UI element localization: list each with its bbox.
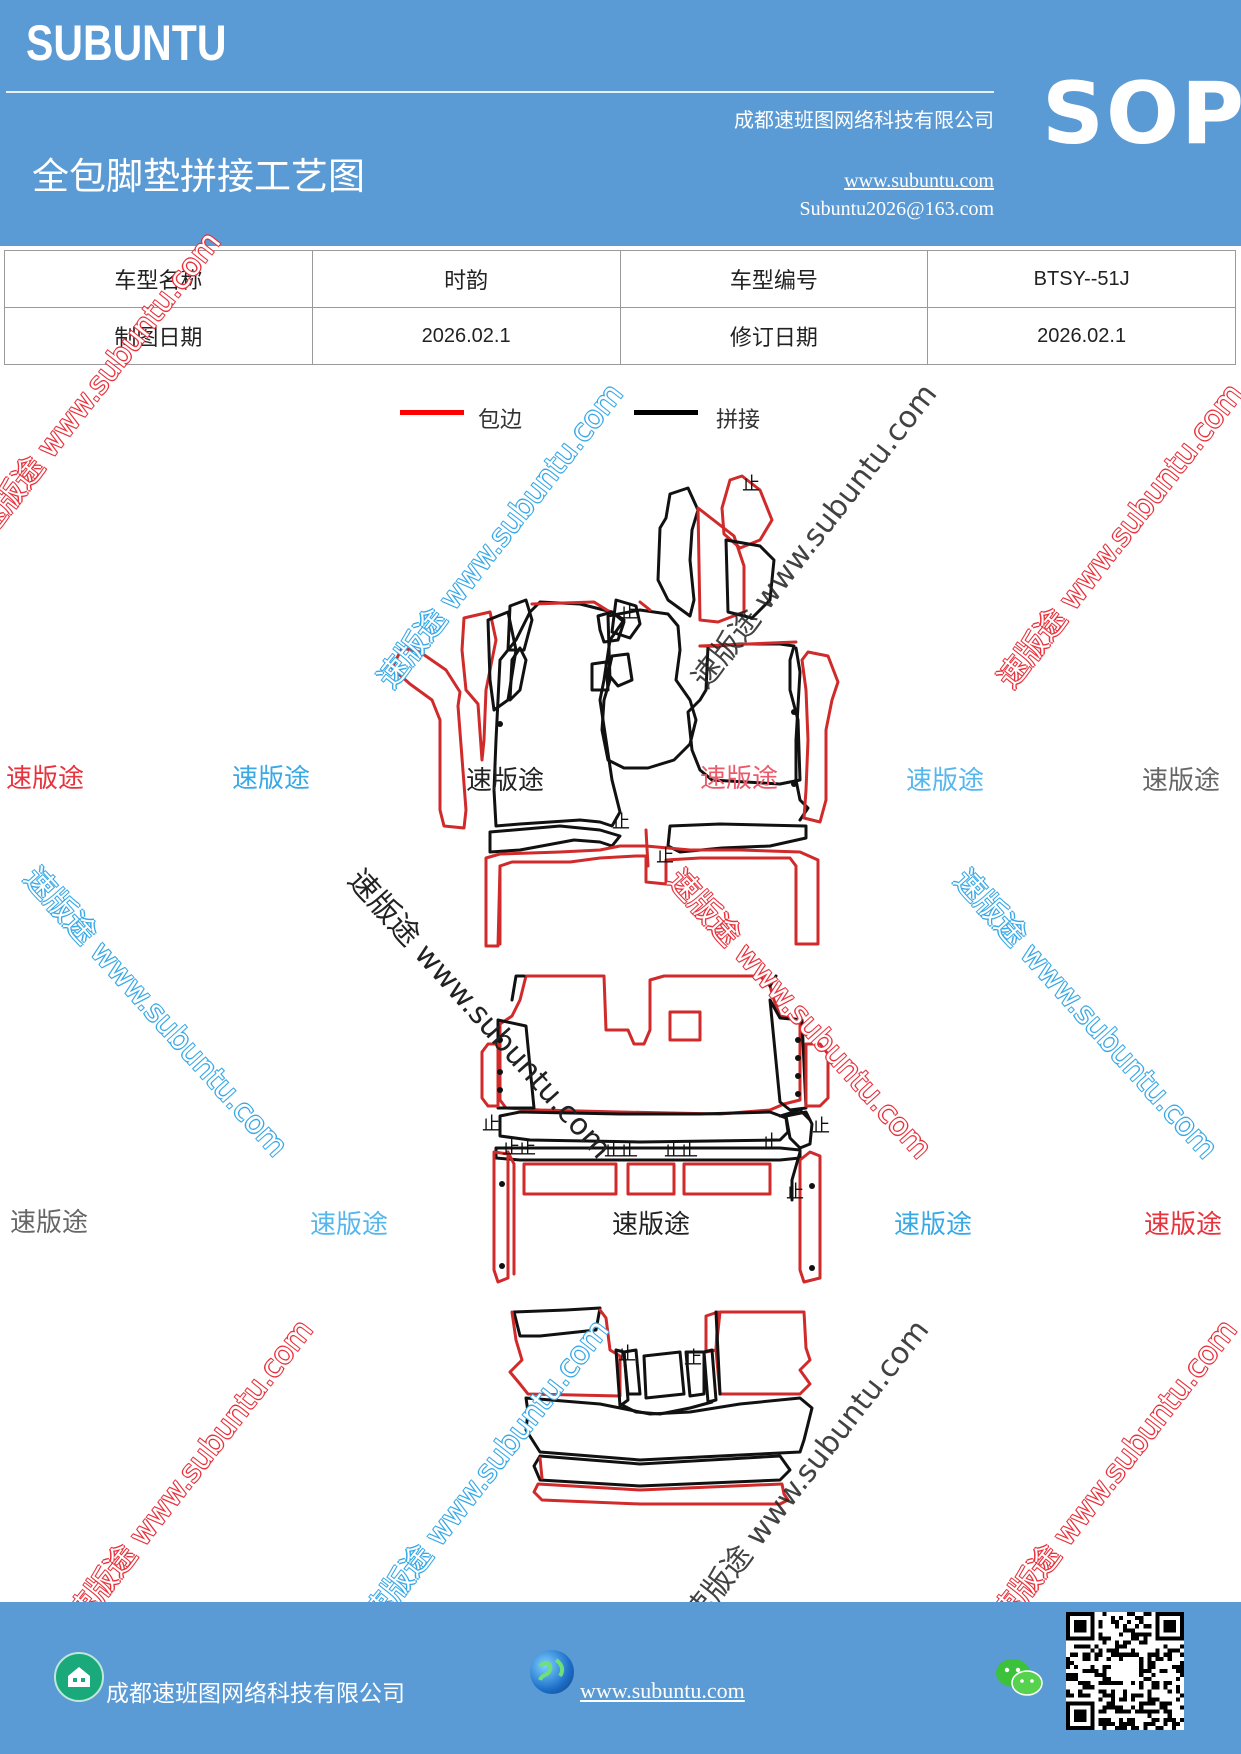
stop-mark: 止: [502, 1138, 520, 1159]
revise-date-label: 修订日期: [619, 307, 929, 365]
mat-piece-middle-floor: [480, 974, 830, 1162]
floor-mat-diagram: 止 止 止 止 止 止 止 止 止 止 止 止 止 止 止 止: [390, 474, 840, 1506]
stop-mark: 止: [742, 474, 760, 495]
mat-piece-rear: [508, 1306, 814, 1506]
qr-code[interactable]: [1066, 1612, 1184, 1730]
stop-mark: 止: [612, 812, 630, 833]
table-row: 制图日期 2026.02.1 修订日期 2026.02.1: [4, 307, 1236, 365]
model-code-value: BTSY--51J: [927, 250, 1236, 308]
hole-markers: [497, 709, 815, 1271]
document-title: 全包脚垫拼接工艺图: [32, 155, 365, 198]
table-row: 车型名称 时韵 车型编号 BTSY--51J: [4, 250, 1236, 308]
home-icon-glyph: [68, 1667, 90, 1687]
mat-piece-front-lower: [484, 828, 820, 948]
legend-label-edge: 包边: [478, 408, 523, 433]
model-name-value: 时韵: [311, 250, 621, 308]
mat-piece-front-right: [666, 640, 840, 854]
stop-mark: 止: [656, 846, 674, 867]
globe-icon: [530, 1650, 574, 1694]
vehicle-info-table: 车型名称 时韵 车型编号 BTSY--51J 制图日期 2026.02.1 修订…: [4, 250, 1236, 365]
stop-mark: 止: [618, 1344, 636, 1365]
wechat-icon[interactable]: [994, 1656, 1044, 1700]
model-name-label: 车型名称: [4, 250, 313, 308]
sop-badge: SOP: [1042, 64, 1241, 164]
stop-mark: 止: [620, 1140, 638, 1161]
company-name: 成都速班图网络科技有限公司: [734, 108, 994, 132]
stop-mark: 止: [664, 1140, 682, 1161]
globe-icon-glyph: [538, 1658, 565, 1681]
legend-swatch-red: [400, 410, 464, 415]
mat-piece-front-left: [390, 598, 626, 854]
home-icon: [54, 1652, 104, 1702]
stop-mark: 止: [680, 1140, 698, 1161]
footer-website-link[interactable]: www.subuntu.com: [580, 1678, 745, 1703]
draw-date-label: 制图日期: [4, 307, 313, 365]
stop-mark: 止: [620, 602, 638, 623]
legend-swatch-black: [634, 410, 698, 415]
legend-item-splice: 拼接: [634, 398, 760, 438]
wechat-icon-glyph: [996, 1659, 1043, 1696]
draw-date-value: 2026.02.1: [311, 307, 621, 365]
stop-mark: 止: [684, 1348, 702, 1369]
email-address: Subuntu2026@163.com: [799, 198, 994, 220]
stop-mark: 止: [762, 1132, 780, 1153]
footer-company-name: 成都速班图网络科技有限公司: [106, 1681, 405, 1707]
header-banner: SUBUNTU 成都速班图网络科技有限公司 全包脚垫拼接工艺图 www.subu…: [0, 0, 1241, 246]
stitch-stop-marks: 止 止 止 止 止 止 止 止 止 止 止 止 止 止 止 止: [482, 474, 830, 1369]
mat-piece-upper-console: [656, 474, 776, 624]
revise-date-value: 2026.02.1: [927, 307, 1236, 365]
brand-logo: SUBUNTU: [26, 15, 227, 71]
stop-mark: 止: [518, 1138, 536, 1159]
stop-mark: 止: [786, 1182, 804, 1203]
header-divider: [6, 91, 994, 93]
legend-label-splice: 拼接: [716, 408, 761, 433]
footer-banner: 成都速班图网络科技有限公司 www.subuntu.com: [0, 1602, 1241, 1754]
stop-mark: 止: [482, 1114, 500, 1135]
legend-item-edge: 包边: [400, 398, 523, 438]
stop-mark: 止: [604, 1140, 622, 1161]
qr-code-pattern: [1066, 1612, 1184, 1730]
website-link[interactable]: www.subuntu.com: [844, 170, 994, 192]
mat-piece-middle-lower: [492, 1150, 822, 1284]
stop-mark: 止: [812, 1116, 830, 1137]
model-code-label: 车型编号: [619, 250, 929, 308]
